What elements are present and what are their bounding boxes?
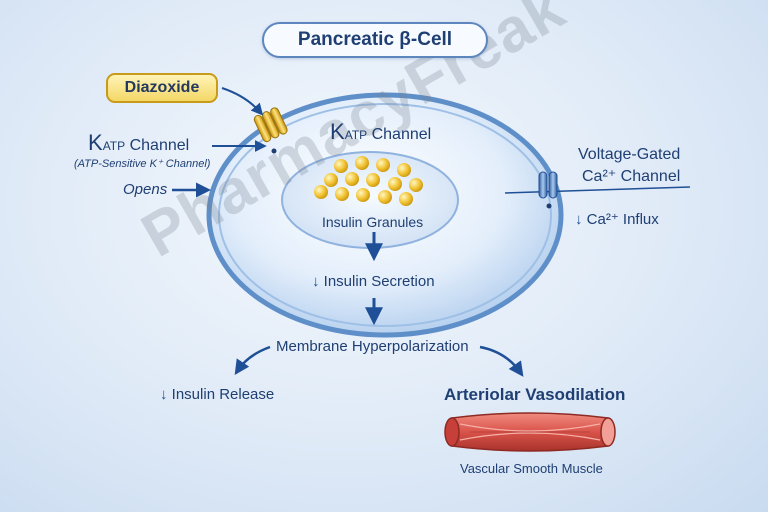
vgcc-label-line2: Ca²⁺ Channel xyxy=(582,168,681,185)
granules-label: Insulin Granules xyxy=(322,214,424,230)
vgcc-channel-icon xyxy=(538,171,558,199)
katp-inside-rest: Channel xyxy=(367,126,432,143)
katp-inside-label: KATP Channel xyxy=(330,119,431,145)
hyperpolarization-label: Membrane Hyperpolarization xyxy=(276,338,469,355)
secretion-text: Insulin Secretion xyxy=(323,273,435,290)
insulin-release-text: Insulin Release xyxy=(171,386,275,403)
katp-outside-label: KATP Channel xyxy=(88,130,189,156)
arrow-to-insulin-release xyxy=(234,345,271,375)
katp-channel-icon xyxy=(253,107,288,143)
vgcc-label-line1: Voltage-Gated xyxy=(578,146,681,163)
katp-outside-rest: Channel xyxy=(125,137,190,154)
diagram-title: Pancreatic β-Cell xyxy=(262,22,488,58)
secretion-label: ↓ Insulin Secretion xyxy=(312,273,435,290)
drug-name: Diazoxide xyxy=(124,79,200,96)
decrease-arrow-icon: ↓ xyxy=(575,211,583,228)
ca-influx-text: Ca²⁺ Influx xyxy=(586,211,659,228)
katp-inside-k: K xyxy=(330,119,345,144)
katp-outside-sub: ATP xyxy=(102,139,126,153)
decrease-arrow-icon: ↓ xyxy=(312,273,320,290)
vasodilation-label: Arteriolar Vasodilation xyxy=(444,385,626,404)
beta-cell-inner-rim xyxy=(218,103,552,327)
vgcc-line xyxy=(504,186,691,194)
opens-label: Opens xyxy=(123,181,168,198)
katp-inside-sub: ATP xyxy=(344,128,368,142)
drug-label-box: Diazoxide xyxy=(106,73,218,103)
muscle-label: Vascular Smooth Muscle xyxy=(460,461,603,476)
decrease-arrow-icon: ↓ xyxy=(160,386,168,403)
title-text: Pancreatic β-Cell xyxy=(297,29,453,50)
arrow-diazoxide-to-channel xyxy=(221,87,264,116)
smooth-muscle-icon xyxy=(444,412,616,452)
katp-outside-k: K xyxy=(88,130,103,155)
insulin-release-label: ↓ Insulin Release xyxy=(160,386,274,403)
ca-influx-label: ↓ Ca²⁺ Influx xyxy=(575,210,659,228)
insulin-granules xyxy=(314,156,423,206)
arrow-to-vasodilation xyxy=(479,345,524,377)
katp-subtitle: (ATP-Sensitive K⁺ Channel) xyxy=(74,158,211,170)
